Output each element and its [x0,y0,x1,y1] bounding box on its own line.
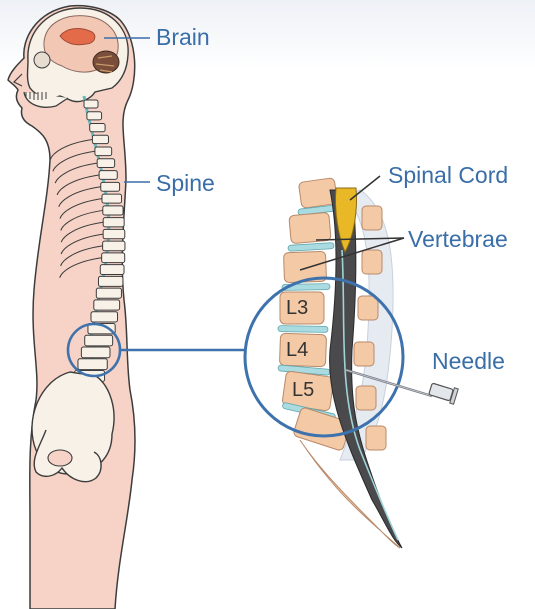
skeleton-vertebra [101,182,120,191]
skeleton-vertebra [100,265,124,275]
intervertebral-disc [288,243,334,252]
skeleton-vertebra [102,253,125,263]
skeleton-vertebra [84,100,98,108]
spinous-process [362,206,382,230]
spinal-cord-label: Spinal Cord [388,164,508,187]
vertebra-label-l4: L4 [286,340,308,360]
skeleton-vertebra [95,147,112,156]
skeleton-vertebra [92,135,108,143]
skeleton-vertebra [103,241,125,251]
vertebra-label-l3: L3 [286,298,308,318]
skeleton-vertebra [102,194,122,203]
intervertebral-disc [278,326,328,333]
spinous-process [354,342,374,366]
skeleton-vertebra [103,206,123,215]
skeleton-vertebra [103,218,124,227]
skeleton-vertebra [99,171,117,180]
brain-label: Brain [156,26,210,49]
spinous-process [356,386,376,410]
skeleton-vertebra [90,124,105,132]
spinous-process [366,426,386,450]
needle-label: Needle [432,350,505,373]
skeleton-vertebra [81,347,110,358]
skeleton-vertebra [91,312,118,322]
spinous-process [362,250,382,274]
skeleton-vertebra [94,300,120,310]
spinous-process [358,296,378,320]
skeleton-vertebra [87,112,102,120]
skeleton-vertebra [96,288,121,298]
skeleton-vertebra [98,276,122,286]
spine-label: Spine [156,172,215,195]
skeleton-vertebra [78,359,107,370]
vertebra-label-l5: L5 [292,380,314,400]
skeleton-vertebra [103,229,125,238]
skeleton-vertebra [85,335,113,346]
skeleton-vertebra [97,159,114,168]
lumbar-detail [278,178,402,548]
cerebellum [93,51,119,73]
lumbar-vertebral-body [289,212,331,243]
vertebrae-label: Vertebrae [408,228,508,251]
